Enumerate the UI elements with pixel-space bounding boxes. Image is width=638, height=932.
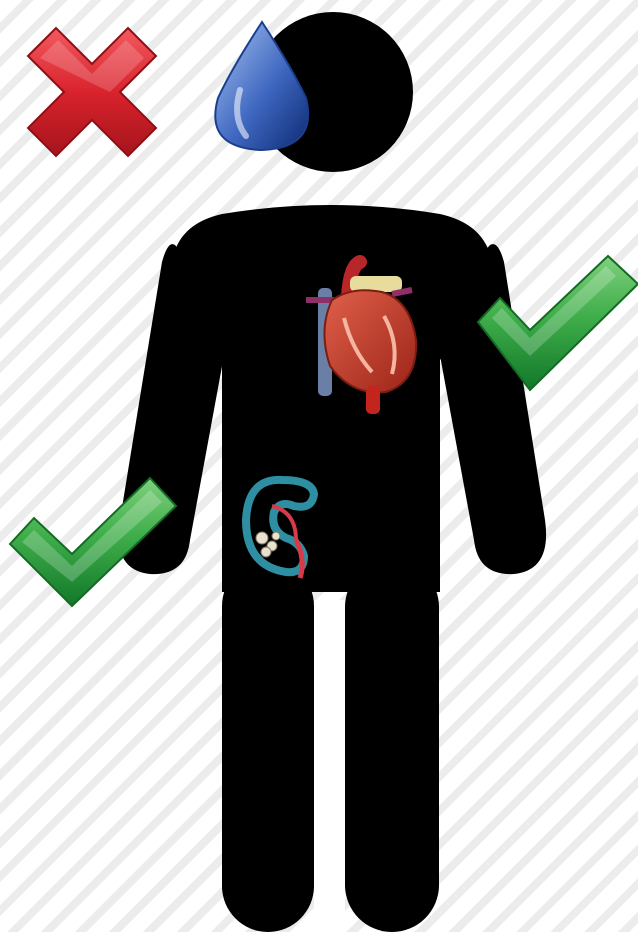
- right-arm: [432, 244, 546, 574]
- torso: [172, 205, 492, 592]
- leg-gap: [314, 600, 345, 932]
- left-leg: [222, 560, 314, 932]
- cross-icon: [28, 28, 156, 156]
- right-leg: [345, 560, 439, 932]
